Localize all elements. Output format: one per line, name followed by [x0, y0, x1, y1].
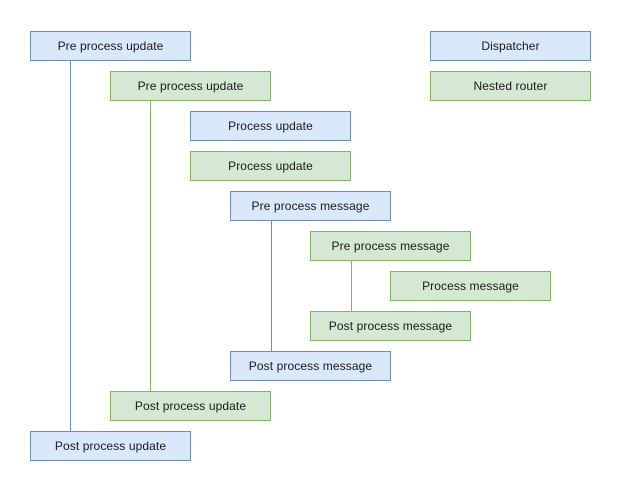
flow-node-label: Pre process message [331, 239, 450, 253]
connector-line [271, 221, 272, 352]
flow-node-label: Process message [422, 279, 519, 293]
connector-line [351, 261, 352, 312]
flow-node-label: Post process message [248, 359, 373, 373]
legend-item-label: Dispatcher [481, 39, 540, 53]
connector-line [150, 101, 151, 392]
flow-node-label: Pre process update [57, 39, 164, 53]
flow-node-process-update-nested-router[interactable]: Process update [190, 151, 351, 181]
flow-node-label: Pre process update [137, 79, 244, 93]
flow-node-post-process-update-dispatcher[interactable]: Post process update [30, 431, 191, 461]
connector-line [70, 61, 71, 432]
flow-node-label: Process update [228, 119, 313, 133]
flow-node-label: Post process message [328, 319, 453, 333]
flow-node-label: Pre process message [251, 199, 370, 213]
flow-node-pre-process-message-dispatcher[interactable]: Pre process message [230, 191, 391, 221]
legend-item-label: Nested router [473, 79, 548, 93]
legend-item-dispatcher[interactable]: Dispatcher [430, 31, 591, 61]
flow-node-pre-process-message-nested-router[interactable]: Pre process message [310, 231, 471, 261]
flow-node-label: Post process update [54, 439, 167, 453]
flow-node-process-message-nested-router[interactable]: Process message [390, 271, 551, 301]
flow-node-label: Post process update [134, 399, 247, 413]
flow-node-pre-process-update-dispatcher[interactable]: Pre process update [30, 31, 191, 61]
legend-item-nested-router[interactable]: Nested router [430, 71, 591, 101]
flow-node-process-update-dispatcher[interactable]: Process update [190, 111, 351, 141]
flow-node-post-process-message-nested-router[interactable]: Post process message [310, 311, 471, 341]
flow-node-label: Process update [228, 159, 313, 173]
flow-node-post-process-update-nested-router[interactable]: Post process update [110, 391, 271, 421]
flow-node-post-process-message-dispatcher[interactable]: Post process message [230, 351, 391, 381]
flow-node-pre-process-update-nested-router[interactable]: Pre process update [110, 71, 271, 101]
